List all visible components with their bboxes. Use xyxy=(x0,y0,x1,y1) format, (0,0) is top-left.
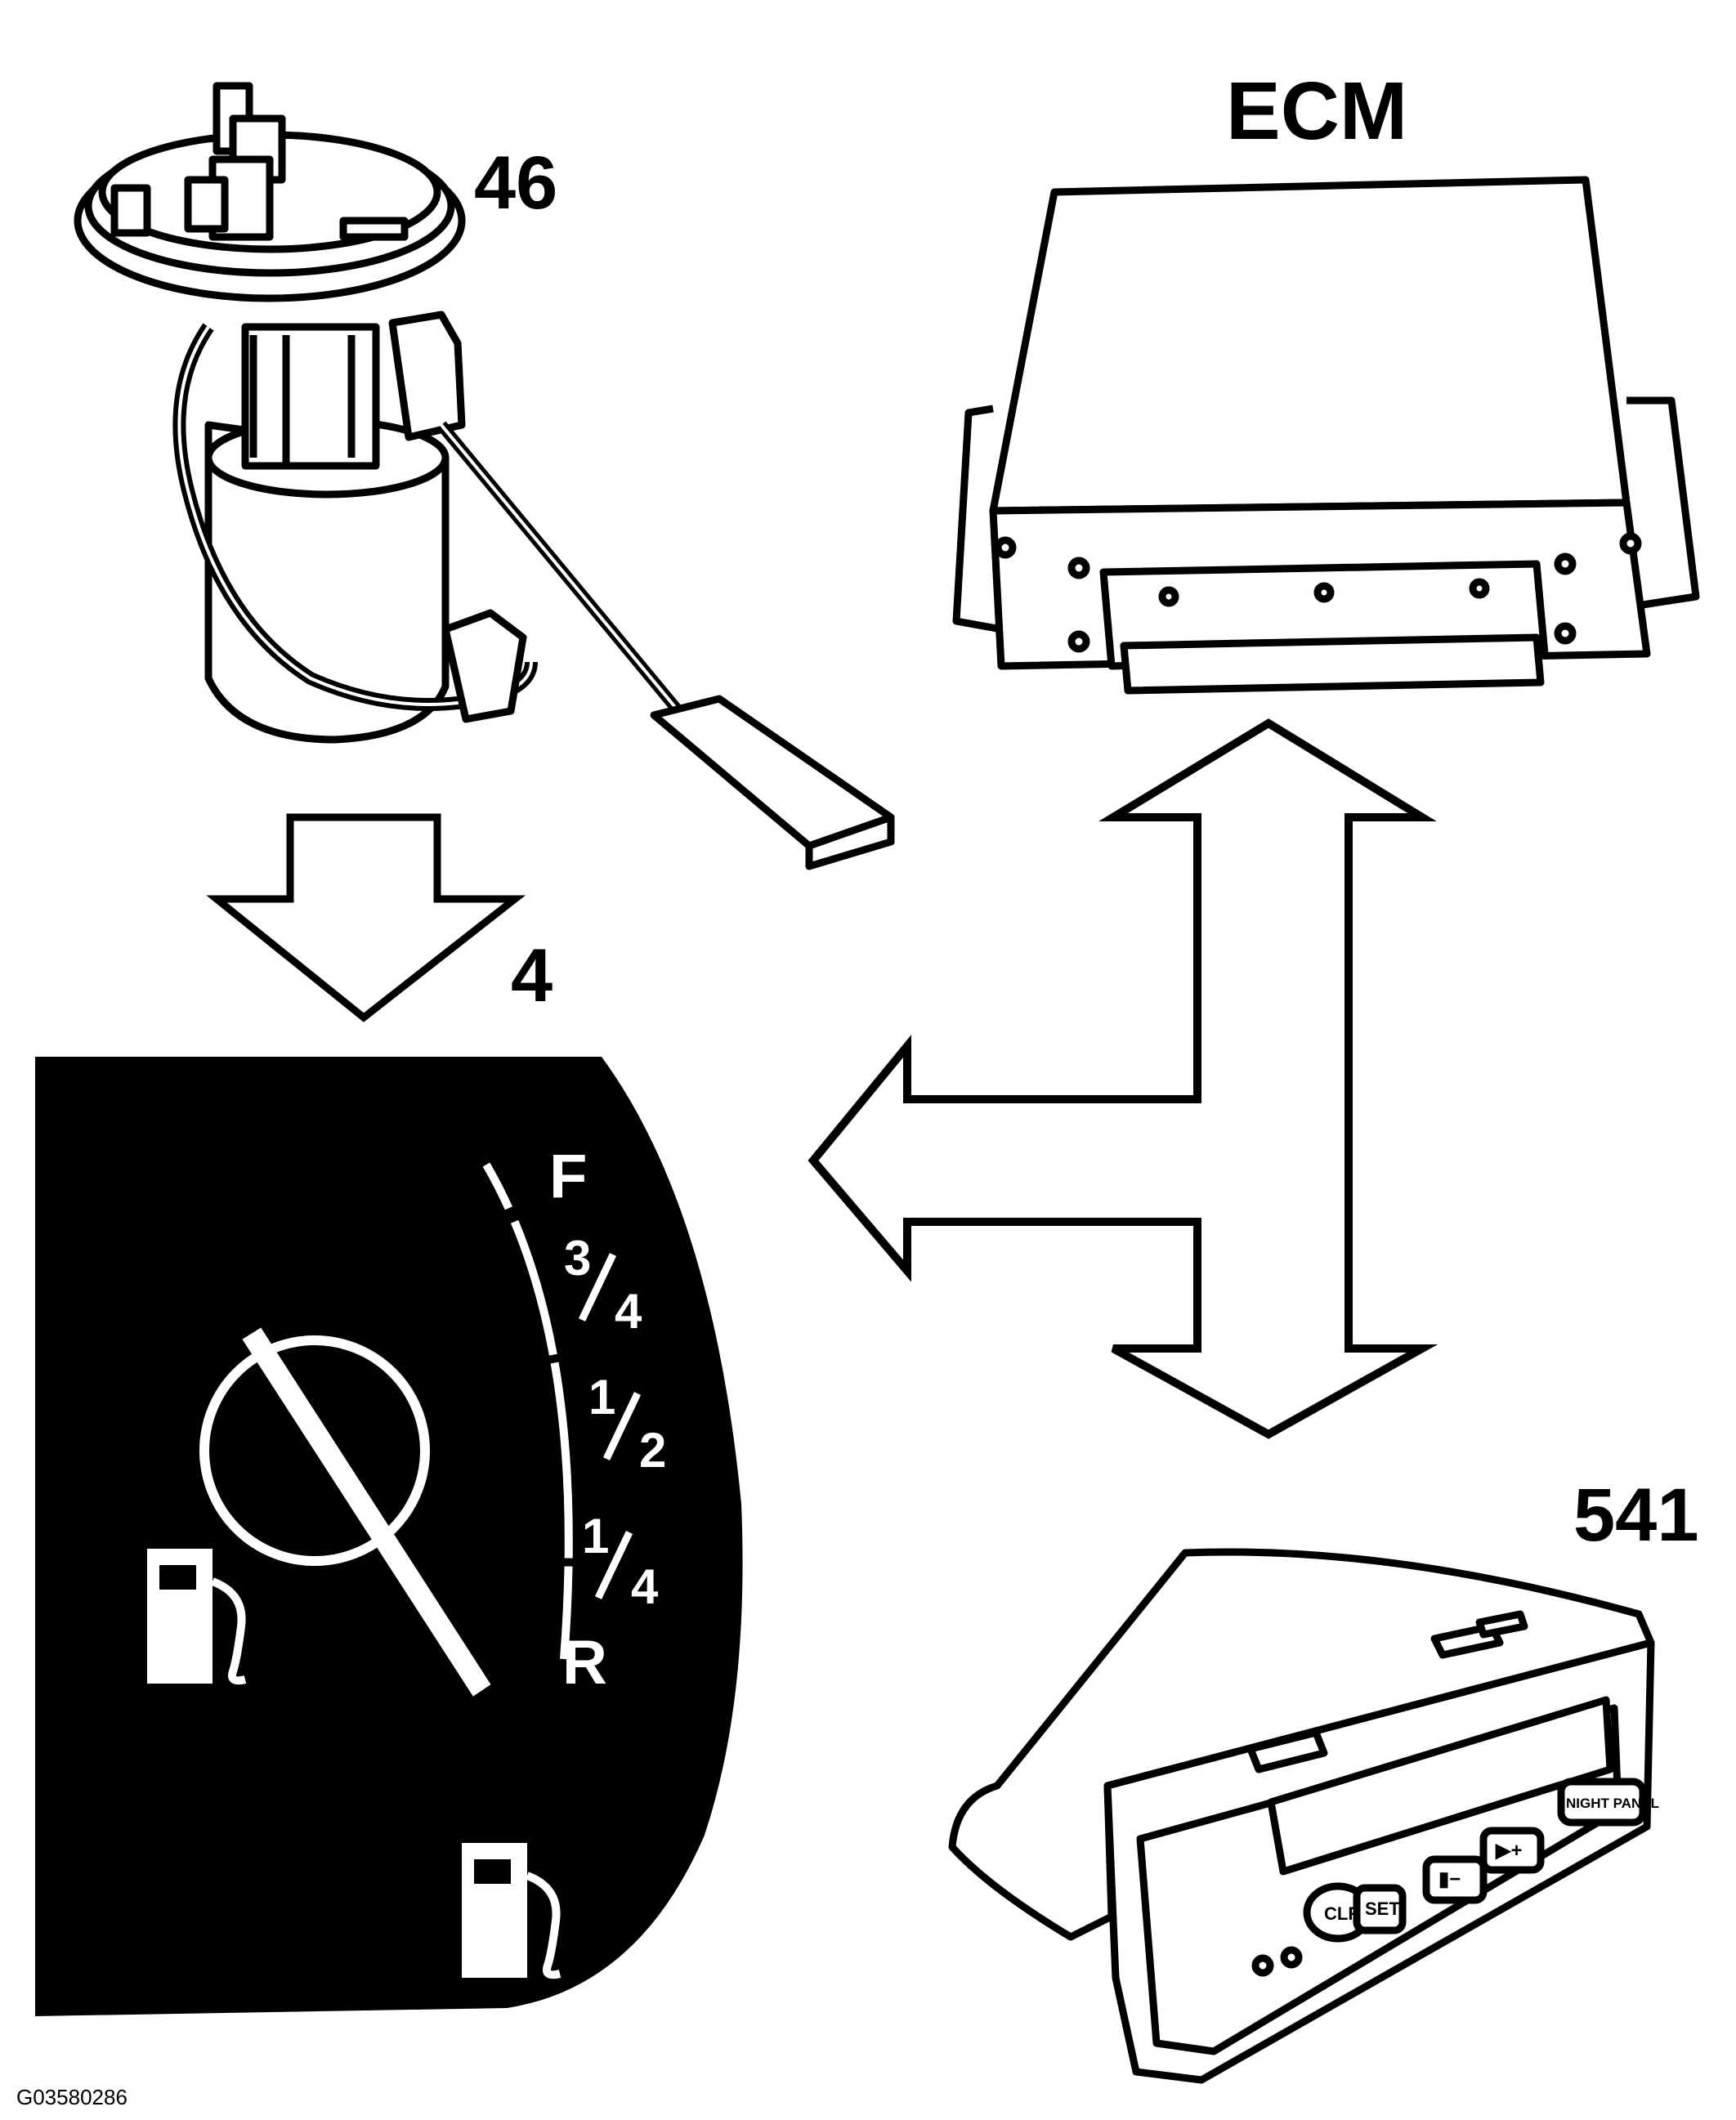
data-bus-arrow xyxy=(808,718,1438,1439)
gauge-mark-1-4-den: 4 xyxy=(631,1559,659,1614)
fuel-pump-icon xyxy=(147,1549,247,1685)
ecm-module xyxy=(952,176,1700,695)
fuel-gauge: F 3 4 1 2 1 4 R xyxy=(35,1057,743,2017)
down-button: ▮− xyxy=(1438,1868,1461,1890)
set-button: SET xyxy=(1365,1899,1400,1919)
info-center-label: 541 xyxy=(1573,1474,1699,1557)
gauge-mark-reserve: R xyxy=(562,1628,607,1697)
gauge-mark-3-4-slash xyxy=(578,1253,617,1322)
info-center-module xyxy=(948,1548,1655,2084)
gauge-dial xyxy=(199,1335,430,1566)
figure-id: G03580286 xyxy=(16,2085,128,2109)
ecm-label: ECM xyxy=(1226,65,1407,157)
gauge-needle xyxy=(242,1327,491,1697)
gauge-mark-3-4-den: 4 xyxy=(615,1284,642,1339)
gauge-mark-1-4-num: 1 xyxy=(582,1509,609,1563)
clr-button: CLR xyxy=(1324,1903,1361,1924)
gauge-label: 4 xyxy=(511,934,553,1018)
fuel-pump-module xyxy=(74,82,895,870)
up-button: ▶+ xyxy=(1495,1840,1522,1862)
gauge-mark-1-2-den: 2 xyxy=(639,1423,666,1478)
gauge-mark-1-2-num: 1 xyxy=(588,1370,615,1425)
signal-arrow-down xyxy=(206,813,526,1022)
night-panel-button: NIGHT PANEL xyxy=(1566,1796,1659,1811)
gauge-scale-arc xyxy=(482,1162,573,1660)
gauge-mark-full: F xyxy=(549,1142,587,1211)
fuel-pump-label: 46 xyxy=(474,141,557,225)
gauge-mark-1-4-slash xyxy=(594,1531,633,1599)
gauge-mark-3-4-num: 3 xyxy=(564,1231,591,1286)
fuel-pump-icon-reserve xyxy=(462,1843,562,1979)
gauge-mark-1-2-slash xyxy=(602,1392,642,1460)
